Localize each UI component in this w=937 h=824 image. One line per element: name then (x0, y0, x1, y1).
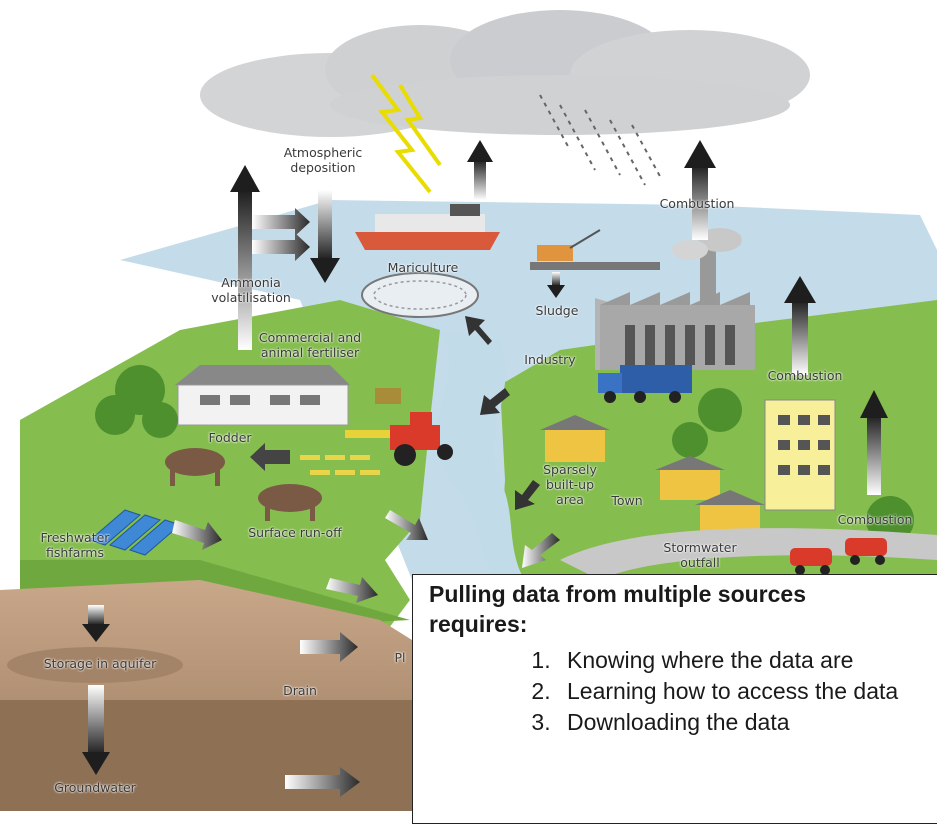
river (435, 330, 540, 600)
label-sparsely-built-up-area: Sparsely built-up area (543, 462, 597, 507)
label-groundwater: Groundwater (54, 780, 136, 795)
label-atmospheric-deposition: Atmospheric deposition (283, 145, 363, 175)
label-drain: Drain (283, 683, 317, 698)
label-commercial-fertiliser: Commercial and animal fertiliser (258, 330, 362, 360)
mariculture-net-icon (361, 272, 479, 318)
factory-icon (595, 228, 755, 370)
label-storage-in-aquifer: Storage in aquifer (43, 656, 157, 671)
label-surface-run-off: Surface run-off (248, 525, 342, 540)
cow-icon (165, 448, 322, 521)
tractor-icon (345, 412, 453, 466)
rain-icon (539, 94, 663, 186)
label-freshwater-fishfarms: Freshwater fishfarms (40, 530, 110, 560)
label-ammonia-volatilisation: Ammonia volatilisation (211, 275, 291, 305)
label-combustion-low: Combustion (837, 512, 913, 527)
ship-icon (355, 204, 500, 250)
truck-icon (598, 365, 692, 403)
down-arrow-icon (82, 190, 565, 775)
label-town: Town (611, 493, 643, 508)
callout-heading: Pulling data from multiple sources requi… (429, 581, 807, 637)
requirement-item: Knowing where the data are (557, 645, 937, 676)
farm-building-icon (175, 365, 401, 426)
label-industry: Industry (524, 352, 576, 367)
up-arrow-icon (230, 140, 888, 495)
requirements-list: Knowing where the data are Learning how … (429, 645, 937, 738)
fishfarm-icon (89, 509, 181, 556)
crop-field (300, 455, 380, 475)
apartment-building-icon (764, 399, 836, 511)
label-stormwater-outfall: Stormwater outfall (663, 540, 737, 570)
requirement-item: Learning how to access the data (557, 676, 937, 707)
label-fodder: Fodder (208, 430, 252, 445)
cloud-icon (200, 10, 810, 137)
label-pl: Pl (394, 650, 406, 665)
label-sludge: Sludge (535, 303, 579, 318)
car-icon (790, 538, 887, 575)
lightning-icon (370, 73, 442, 194)
dredge-icon (530, 229, 660, 270)
label-combustion-mid: Combustion (767, 368, 843, 383)
label-mariculture: Mariculture (387, 260, 459, 275)
callout-box: Pulling data from multiple sources requi… (412, 574, 937, 824)
requirement-item: Downloading the data (557, 707, 937, 738)
flow-arrow-icon (172, 208, 560, 797)
road (560, 528, 937, 580)
label-combustion-top: Combustion (659, 196, 735, 211)
